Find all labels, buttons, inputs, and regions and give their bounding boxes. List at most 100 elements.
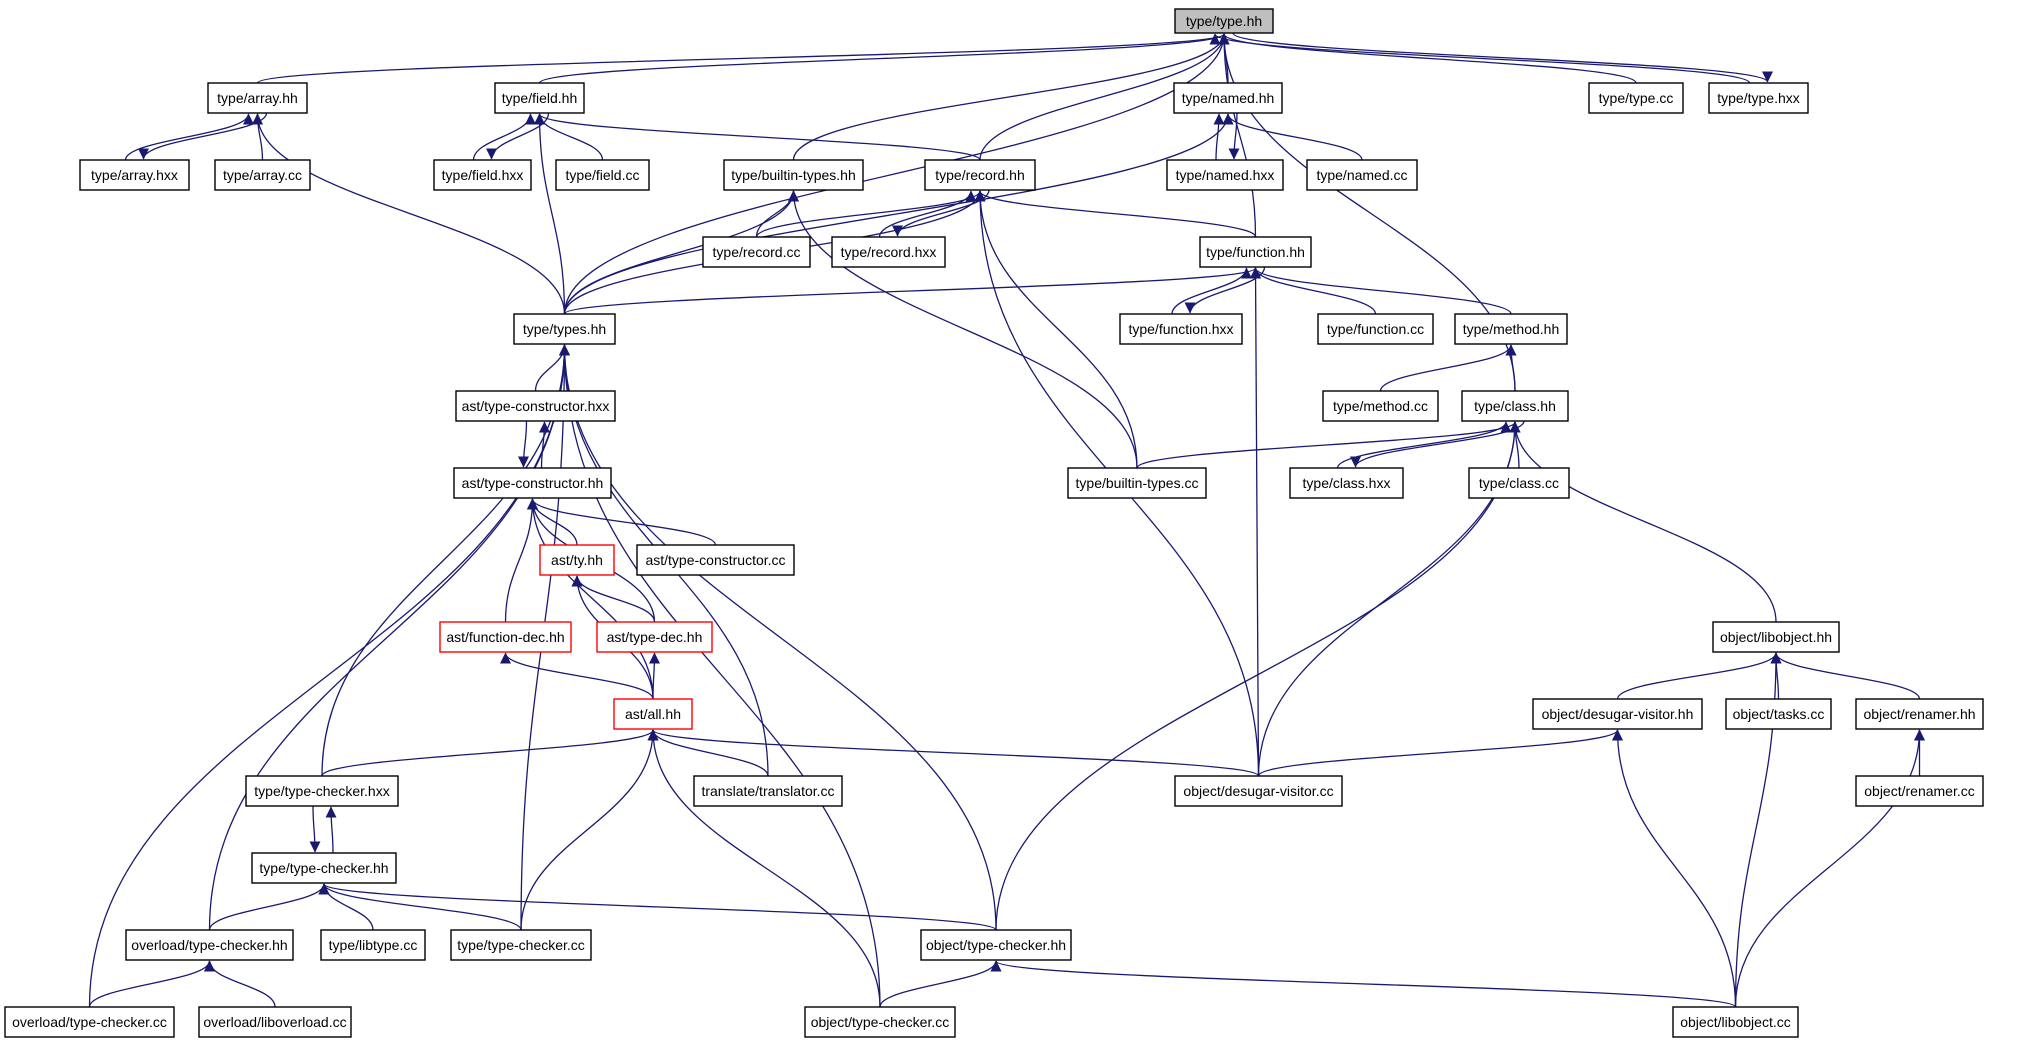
node-box[interactable] [613,698,693,730]
node-type-field-hh[interactable]: type/field.hh [494,82,585,114]
node-box[interactable] [555,159,650,191]
node-box[interactable] [723,159,864,191]
node-ast-type-constructor-cc[interactable]: ast/type-constructor.cc [636,544,795,576]
node-type-libtype-cc[interactable]: type/libtype.cc [320,929,426,961]
node-ast-type-constructor-hxx[interactable]: ast/type-constructor.hxx [455,390,616,422]
node-box[interactable] [494,82,585,114]
node-type-type-checker-hxx[interactable]: type/type-checker.hxx [245,775,399,807]
node-type-type-hxx[interactable]: type/type.hxx [1708,82,1809,114]
node-box[interactable] [450,929,592,961]
node-object-renamer-hh[interactable]: object/renamer.hh [1855,698,1984,730]
node-box[interactable] [433,159,532,191]
node-type-field-cc[interactable]: type/field.cc [555,159,650,191]
node-translate-translator-cc[interactable]: translate/translator.cc [693,775,843,807]
node-overload-liboverload-cc[interactable]: overload/liboverload.cc [198,1006,352,1038]
node-type-method-hh[interactable]: type/method.hh [1454,313,1568,345]
node-type-array-hxx[interactable]: type/array.hxx [79,159,190,191]
node-type-class-hxx[interactable]: type/class.hxx [1289,467,1404,499]
node-type-builtin-types-hh[interactable]: type/builtin-types.hh [723,159,864,191]
node-box[interactable] [439,621,572,653]
node-box[interactable] [251,852,397,884]
node-box[interactable] [1322,390,1439,422]
node-box[interactable] [1317,313,1434,345]
node-box[interactable] [4,1006,175,1038]
node-object-desugar-visitor-cc[interactable]: object/desugar-visitor.cc [1174,775,1343,807]
node-box[interactable] [453,467,612,499]
node-box[interactable] [1067,467,1207,499]
node-ast-ty-hh[interactable]: ast/ty.hh [539,544,615,576]
node-box[interactable] [198,1006,352,1038]
node-box[interactable] [1532,698,1703,730]
node-box[interactable] [1174,8,1274,34]
node-type-types-hh[interactable]: type/types.hh [513,313,616,345]
node-type-array-cc[interactable]: type/array.cc [214,159,311,191]
node-box[interactable] [513,313,616,345]
node-box[interactable] [214,159,311,191]
node-type-class-hh[interactable]: type/class.hh [1461,390,1569,422]
node-box[interactable] [596,621,713,653]
node-box[interactable] [1461,390,1569,422]
node-box[interactable] [455,390,616,422]
node-box[interactable] [1672,1006,1799,1038]
node-box[interactable] [1199,236,1312,268]
node-box[interactable] [1166,159,1284,191]
node-ast-type-dec-hh[interactable]: ast/type-dec.hh [596,621,713,653]
node-box[interactable] [1454,313,1568,345]
node-box[interactable] [125,929,294,961]
node-box[interactable] [539,544,615,576]
node-overload-type-checker-cc[interactable]: overload/type-checker.cc [4,1006,175,1038]
node-type-class-cc[interactable]: type/class.cc [1468,467,1570,499]
node-box[interactable] [920,929,1072,961]
node-type-record-cc[interactable]: type/record.cc [702,236,811,268]
node-ast-function-dec-hh[interactable]: ast/function-dec.hh [439,621,572,653]
node-object-type-checker-hh[interactable]: object/type-checker.hh [920,929,1072,961]
node-box[interactable] [1119,313,1243,345]
node-type-named-cc[interactable]: type/named.cc [1306,159,1418,191]
node-box[interactable] [636,544,795,576]
node-box[interactable] [1289,467,1404,499]
node-box[interactable] [702,236,811,268]
node-type-record-hh[interactable]: type/record.hh [924,159,1036,191]
node-type-named-hh[interactable]: type/named.hh [1173,82,1283,114]
node-type-method-cc[interactable]: type/method.cc [1322,390,1439,422]
node-box[interactable] [1725,698,1832,730]
node-type-record-hxx[interactable]: type/record.hxx [831,236,946,268]
node-box[interactable] [1306,159,1418,191]
node-object-type-checker-cc[interactable]: object/type-checker.cc [804,1006,956,1038]
node-box[interactable] [245,775,399,807]
node-type-named-hxx[interactable]: type/named.hxx [1166,159,1284,191]
node-box[interactable] [1855,775,1984,807]
node-object-desugar-visitor-hh[interactable]: object/desugar-visitor.hh [1532,698,1703,730]
node-ast-type-constructor-hh[interactable]: ast/type-constructor.hh [453,467,612,499]
node-type-type-checker-cc[interactable]: type/type-checker.cc [450,929,592,961]
node-box[interactable] [320,929,426,961]
node-object-tasks-cc[interactable]: object/tasks.cc [1725,698,1832,730]
node-box[interactable] [1712,621,1840,653]
node-type-field-hxx[interactable]: type/field.hxx [433,159,532,191]
node-type-array-hh[interactable]: type/array.hh [207,82,308,114]
node-type-type-cc[interactable]: type/type.cc [1588,82,1684,114]
node-type-builtin-types-cc[interactable]: type/builtin-types.cc [1067,467,1207,499]
node-box[interactable] [207,82,308,114]
node-object-libobject-cc[interactable]: object/libobject.cc [1672,1006,1799,1038]
node-box[interactable] [1588,82,1684,114]
node-box[interactable] [924,159,1036,191]
node-box[interactable] [1468,467,1570,499]
node-box[interactable] [79,159,190,191]
node-object-libobject-hh[interactable]: object/libobject.hh [1712,621,1840,653]
node-overload-type-checker-hh[interactable]: overload/type-checker.hh [125,929,294,961]
node-box[interactable] [1173,82,1283,114]
node-box[interactable] [1174,775,1343,807]
node-box[interactable] [1708,82,1809,114]
node-box[interactable] [693,775,843,807]
node-object-renamer-cc[interactable]: object/renamer.cc [1855,775,1984,807]
node-type-function-hxx[interactable]: type/function.hxx [1119,313,1243,345]
node-box[interactable] [1855,698,1984,730]
node-type-function-hh[interactable]: type/function.hh [1199,236,1312,268]
node-box[interactable] [804,1006,956,1038]
node-type-type-checker-hh[interactable]: type/type-checker.hh [251,852,397,884]
node-ast-all-hh[interactable]: ast/all.hh [613,698,693,730]
node-box[interactable] [831,236,946,268]
node-type-type-hh[interactable]: type/type.hh [1174,8,1274,34]
node-type-function-cc[interactable]: type/function.cc [1317,313,1434,345]
